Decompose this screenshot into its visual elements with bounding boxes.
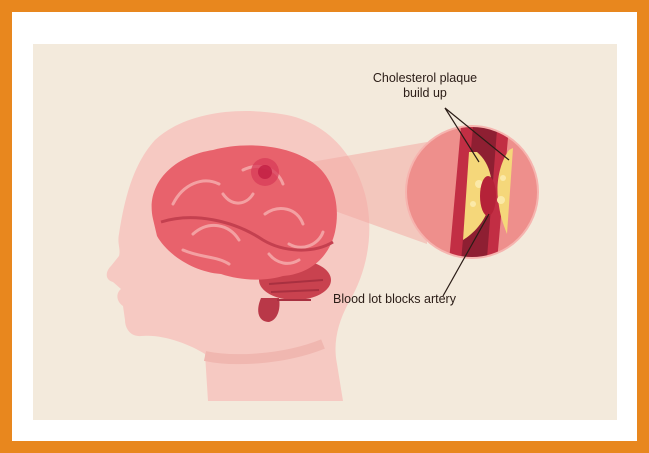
plaque-annotation-line1: Cholesterol plaque: [355, 71, 495, 86]
magnifier-circle: [406, 104, 538, 284]
plaque-annotation: Cholesterol plaque build up: [355, 71, 495, 101]
stroke-illustration: [33, 44, 617, 420]
illustration-panel: Cholesterol plaque build up Blood lot bl…: [33, 44, 617, 420]
blood-clot: [480, 176, 496, 216]
outer-frame: Cholesterol plaque build up Blood lot bl…: [12, 12, 637, 441]
plaque-annotation-line2: build up: [355, 86, 495, 101]
clot-annotation: Blood lot blocks artery: [333, 292, 493, 307]
